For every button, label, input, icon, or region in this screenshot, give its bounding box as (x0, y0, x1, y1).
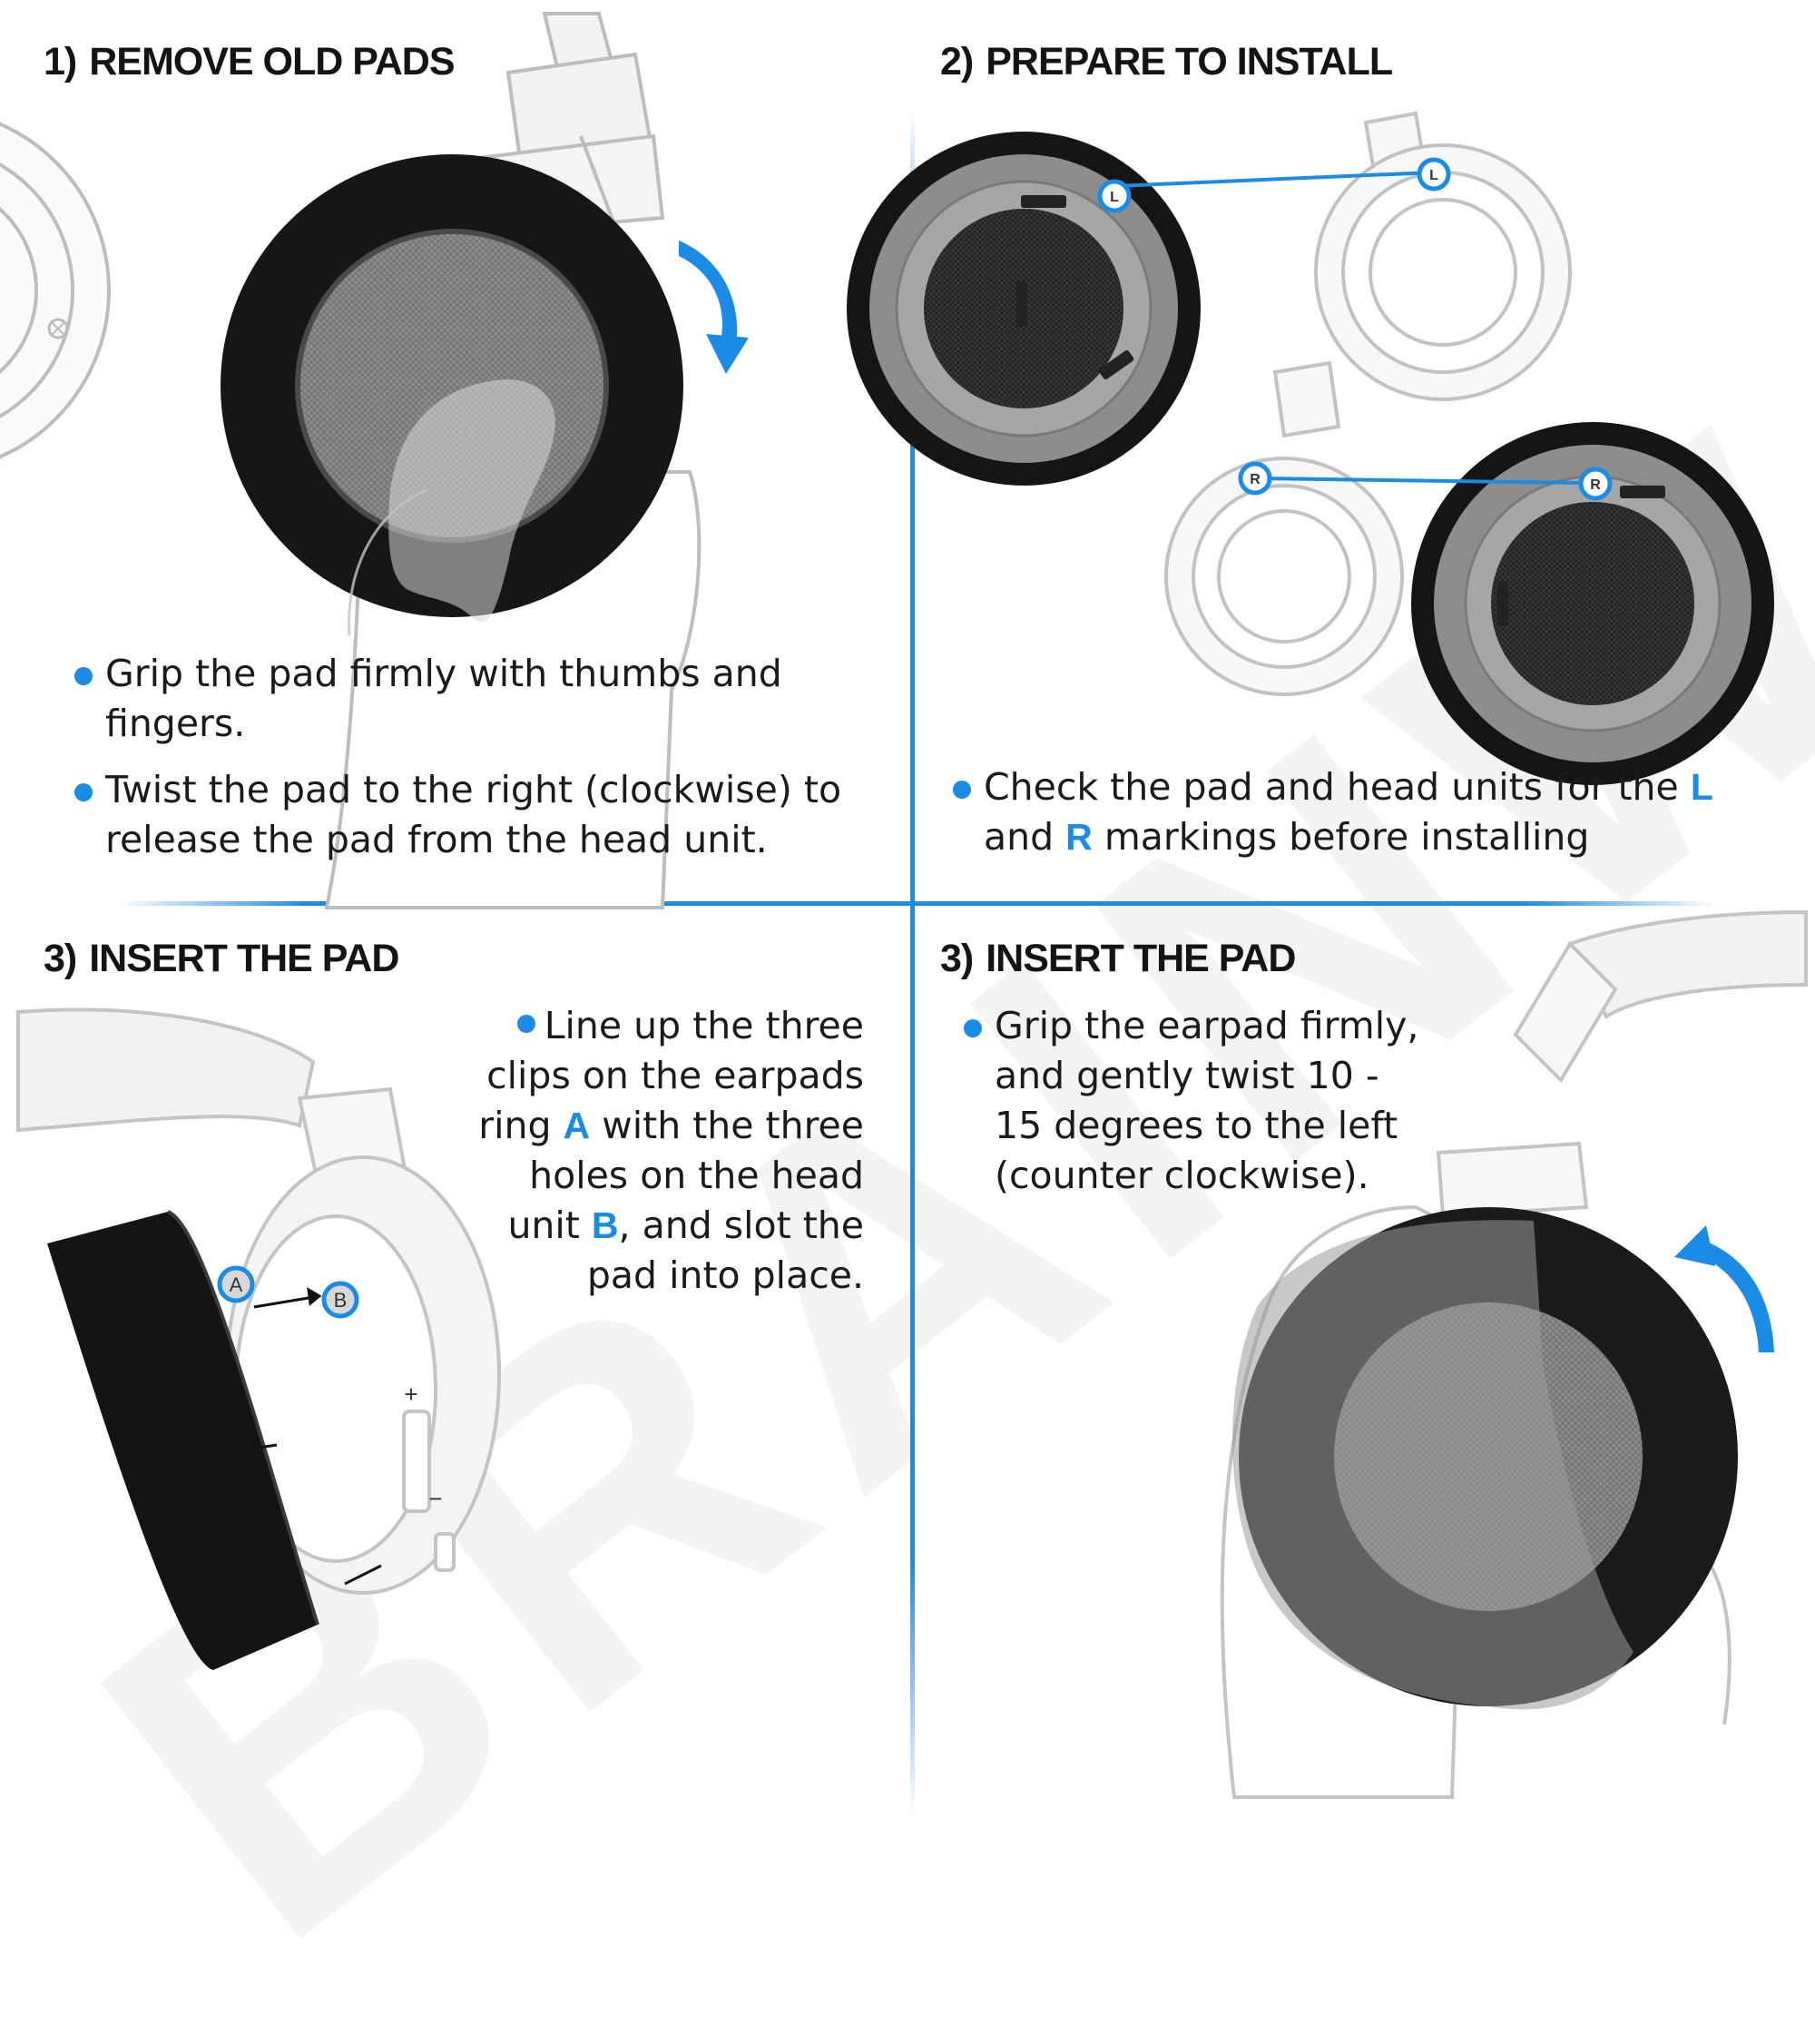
bullet-dot (964, 1019, 982, 1037)
step3-text-mid: with the three holes on the head unit (507, 1104, 864, 1247)
step4-bullet-1: Grip the earpad firmly, and gently twist… (964, 1001, 1436, 1201)
clip-label-a: A (230, 1273, 243, 1296)
clip-marker-a (217, 1265, 255, 1303)
bullet-dot (74, 667, 93, 685)
vertical-divider (910, 109, 915, 1815)
step2-heading: 2) PREPARE TO INSTALL (940, 40, 1393, 84)
marker-l-pad: L (1110, 190, 1119, 205)
step4-heading: 3) INSERT THE PAD (940, 937, 1296, 981)
step4-title: INSERT THE PAD (986, 937, 1296, 980)
step2-text-pre: Check the pad and head units for the (984, 765, 1691, 809)
step3-title: INSERT THE PAD (89, 937, 399, 980)
step3-heading: 3) INSERT THE PAD (44, 937, 399, 981)
instruction-illustrations: L L R R A B + − (0, 12, 1808, 1815)
step1-bullet-1: Grip the pad firmly with thumbs and fing… (74, 649, 873, 749)
bullet-dot (516, 1015, 535, 1033)
plus-button-sign: + (404, 1381, 417, 1408)
clip-a-highlight: A (563, 1105, 591, 1146)
step3-instructions: Line up the three clips on the earpads r… (454, 1001, 864, 1317)
step1-bullet-2: Twist the pad to the right (clockwise) t… (74, 765, 873, 865)
marker-circles (1097, 157, 1613, 501)
panel1-earpad (221, 154, 683, 636)
bullet-dot (953, 781, 971, 799)
panel3-earpad (47, 1210, 319, 1670)
step2-text-post: markings before installing (1092, 815, 1590, 859)
step1-bullet-2-text: Twist the pad to the right (clockwise) t… (105, 768, 842, 861)
step2-instructions: Check the pad and head units for the L a… (953, 762, 1770, 879)
step3-bullet-1: Line up the three clips on the earpads r… (454, 1001, 864, 1301)
step1-title: REMOVE OLD PADS (89, 40, 455, 84)
minus-button-sign: − (428, 1485, 442, 1512)
step4-bullet-1-text: Grip the earpad firmly, and gently twist… (995, 1004, 1419, 1197)
step1-number: 1) (44, 40, 77, 84)
panel4-earpad (1232, 1207, 1738, 1710)
bullet-dot (74, 783, 93, 801)
callout-arrow-icon (253, 1287, 382, 1586)
right-marker-highlight: R (1065, 816, 1093, 858)
step3-number: 3) (44, 937, 77, 980)
hole-b-highlight: B (591, 1204, 619, 1246)
marker-r-unit: R (1250, 472, 1261, 487)
left-marker-highlight: L (1690, 766, 1713, 808)
step2-number: 2) (940, 40, 974, 84)
step2-title: PREPARE TO INSTALL (986, 40, 1393, 84)
step4-number: 3) (940, 937, 974, 980)
step2-bullet-1: Check the pad and head units for the L a… (953, 762, 1770, 862)
panel2-art (847, 111, 1774, 785)
counterclockwise-arrow-icon (1674, 1225, 1774, 1352)
step1-heading: 1) REMOVE OLD PADS (44, 40, 456, 84)
hole-marker-b (321, 1281, 359, 1319)
step3-text-pre: Line up the three clips on the earpads r… (478, 1004, 864, 1147)
step1-bullet-1-text: Grip the pad firmly with thumbs and fing… (105, 652, 782, 745)
horizontal-divider (118, 901, 1715, 906)
step3-text-post: , and slot the pad into place. (586, 1204, 864, 1297)
clockwise-arrow-icon (679, 241, 749, 374)
step1-instructions: Grip the pad firmly with thumbs and fing… (74, 649, 873, 881)
marker-r-pad: R (1590, 477, 1601, 493)
marker-l-unit: L (1429, 168, 1438, 183)
step2-text-mid: and (984, 815, 1066, 859)
step4-instructions: Grip the earpad firmly, and gently twist… (964, 1001, 1436, 1217)
hole-label-b: B (334, 1289, 348, 1312)
